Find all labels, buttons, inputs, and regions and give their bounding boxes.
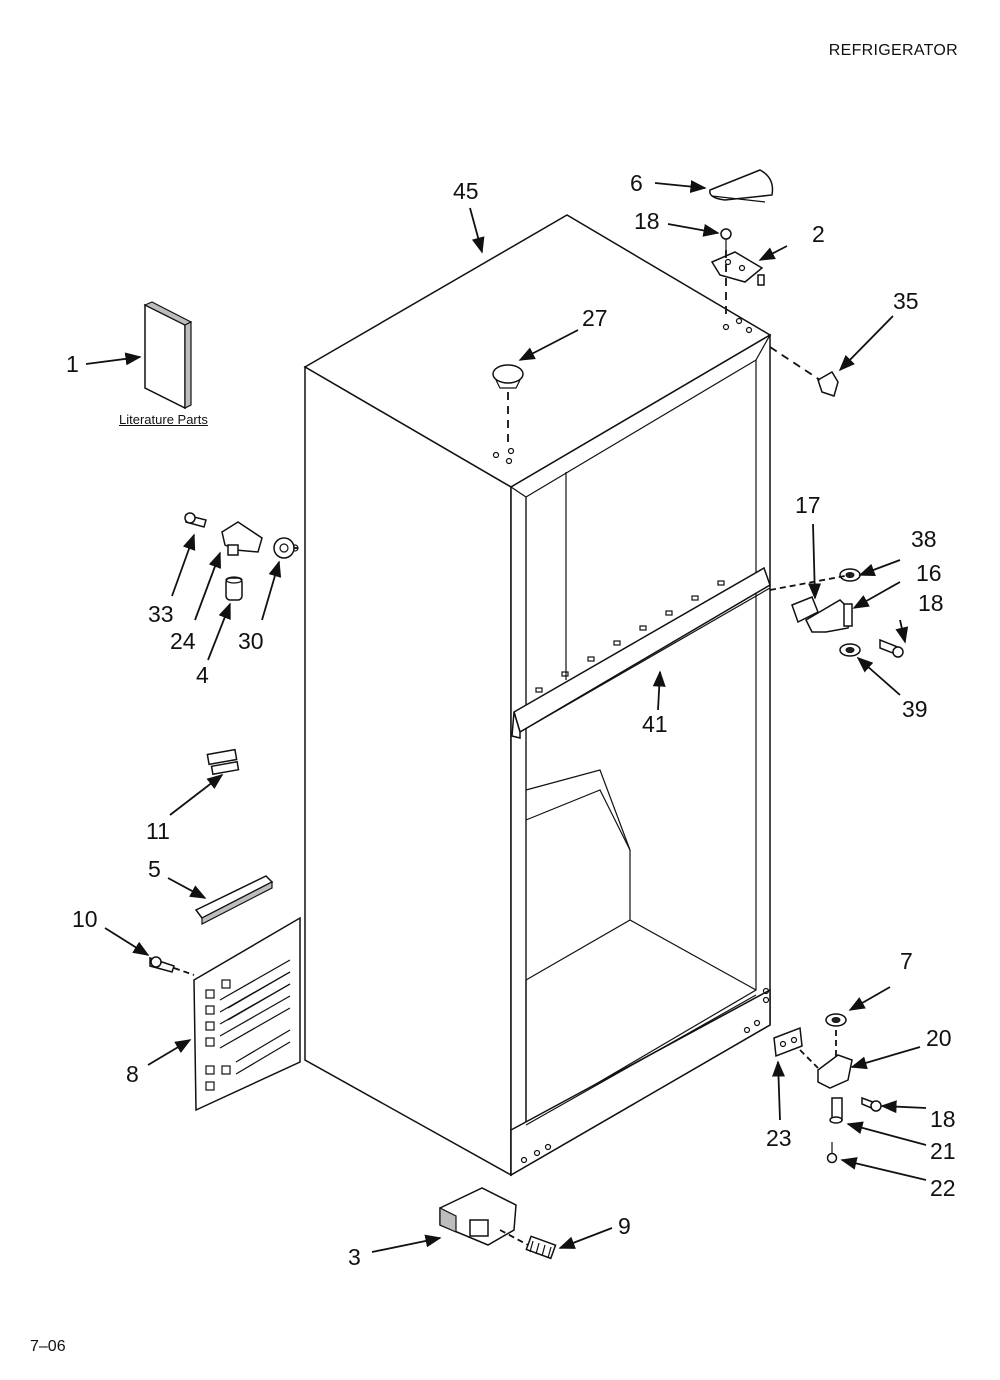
callout-7: 7 [900,948,913,974]
screw-10 [149,956,175,973]
callout-11: 11 [146,818,170,844]
callout-45: 45 [453,178,479,204]
callout-8: 8 [126,1061,139,1087]
callout-16: 16 [916,560,942,586]
callout-18-middle: 18 [918,590,944,616]
door-stop-assembly [184,512,295,601]
hinge-cover [709,169,774,203]
callout-41: 41 [642,711,668,737]
callout-30: 30 [238,628,264,654]
callout-39: 39 [902,696,928,722]
callout-27: 27 [582,305,608,331]
callout-9: 9 [618,1213,631,1239]
callout-2: 2 [812,221,825,247]
page-title: REFRIGERATOR [828,42,958,59]
callout-23: 23 [766,1125,792,1151]
top-hinge-screw [720,228,732,250]
bar-5 [194,875,274,925]
callout-6: 6 [630,170,643,196]
callout-33: 33 [148,601,174,627]
callout-35: 35 [893,288,919,314]
grille-panel [193,916,301,1112]
callout-3: 3 [348,1244,361,1270]
leader-lines [85,180,927,1253]
callout-10: 10 [72,906,98,932]
center-hinge-assembly [791,568,904,658]
callout-5: 5 [148,856,161,882]
revision-code: 7–06 [30,1338,66,1355]
leveler-screw [525,1235,557,1260]
top-hinge [710,251,765,286]
bottom-hinge-assembly [773,1013,882,1164]
center-hinge-rail [511,566,771,739]
callout-1: 1 [66,351,79,377]
clip-11 [206,748,240,776]
callout-22: 22 [930,1175,956,1201]
callout-17: 17 [795,492,821,518]
literature-booklet [143,301,193,410]
cabinet-shell [291,214,772,1177]
callout-38: 38 [911,526,937,552]
callout-18-top: 18 [634,208,660,234]
hinge-clip [817,370,839,397]
cabinet-plug [492,364,524,389]
callout-21: 21 [930,1138,956,1164]
leveler-bracket [439,1187,517,1246]
callout-24: 24 [170,628,196,654]
callout-4: 4 [196,662,209,688]
literature-parts-label: Literature Parts [119,412,208,427]
callout-20: 20 [926,1025,952,1051]
callout-18-bottom: 18 [930,1106,956,1132]
